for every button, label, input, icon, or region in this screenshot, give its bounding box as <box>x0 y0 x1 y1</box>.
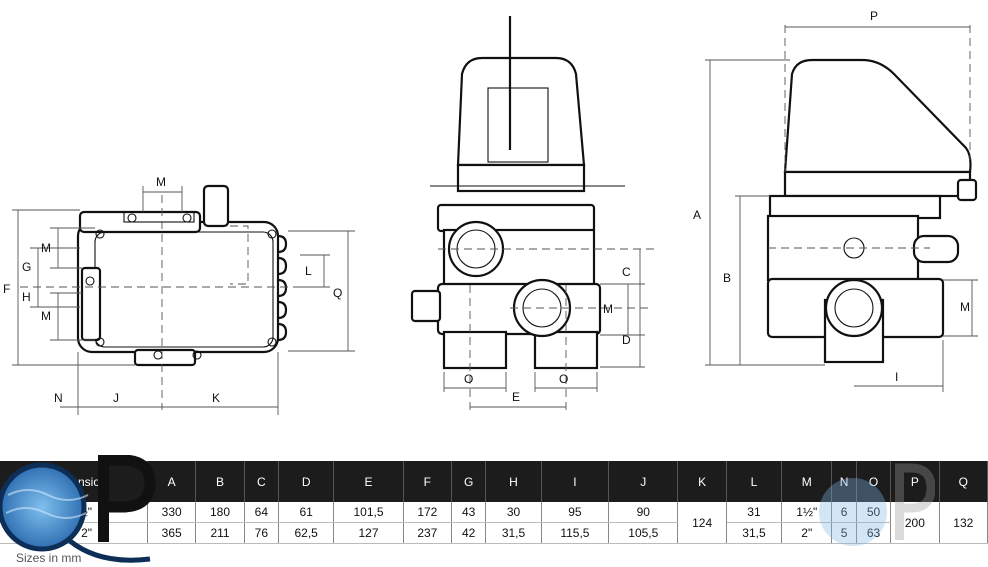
cell: 211 <box>195 522 245 544</box>
label-M-top: M <box>156 175 166 189</box>
cell: 50 <box>856 502 892 523</box>
label-L: L <box>305 264 312 278</box>
cell: 105,5 <box>608 522 679 544</box>
header-C: C <box>244 461 280 502</box>
label-P: P <box>870 9 878 23</box>
label-O-right: O <box>559 372 568 386</box>
cell: 31 <box>726 502 783 523</box>
header-G: G <box>451 461 487 502</box>
label-C: C <box>622 265 631 279</box>
header-L: L <box>726 461 783 502</box>
cell-Q-merged: 132 <box>939 502 988 544</box>
label-O-left: O <box>464 372 473 386</box>
header-E: E <box>333 461 404 502</box>
cell: 43 <box>451 502 487 523</box>
cell: 64 <box>244 502 280 523</box>
header-A: A <box>147 461 197 502</box>
label-I: I <box>895 370 898 384</box>
header-F: F <box>403 461 453 502</box>
cell: 61 <box>278 502 335 523</box>
cell: 42 <box>451 522 487 544</box>
header-O: O <box>856 461 892 502</box>
cell: 31,5 <box>485 522 542 544</box>
label-M-side: M <box>960 300 970 314</box>
cell: 127 <box>333 522 404 544</box>
label-A: A <box>693 208 701 222</box>
cell: 31,5 <box>726 522 783 544</box>
label-E: E <box>512 390 520 404</box>
label-Q: Q <box>333 286 342 300</box>
technical-drawing: F G H M M M L Q N J K <box>3 9 978 415</box>
cell: 76 <box>244 522 280 544</box>
cell: 115,5 <box>541 522 610 544</box>
cell: 90 <box>608 502 679 523</box>
label-F: F <box>3 282 10 296</box>
cell: 63 <box>856 522 892 544</box>
top-view: F G H M M M L Q N J K <box>3 175 355 415</box>
header-I: I <box>541 461 610 502</box>
cell: 62,5 <box>278 522 335 544</box>
units-note: Sizes in mm <box>16 551 82 565</box>
cell: 330 <box>147 502 197 523</box>
header-P: P <box>890 461 940 502</box>
label-M-lower-left: M <box>41 309 51 323</box>
cell: 1½" <box>781 502 833 523</box>
label-N: N <box>54 391 63 405</box>
cell-K-merged: 124 <box>677 502 727 544</box>
label-K: K <box>212 391 220 405</box>
table-row: 1½" 330 180 64 61 101,5 172 43 30 95 90 … <box>0 502 988 544</box>
qp-logo <box>0 455 156 563</box>
label-H: H <box>22 290 31 304</box>
qp-watermark-logo <box>819 463 935 546</box>
header-J: J <box>608 461 679 502</box>
side-view: P A B M I <box>693 9 978 392</box>
cell: 6 <box>831 502 857 523</box>
cell: 101,5 <box>333 502 404 523</box>
label-D: D <box>622 333 631 347</box>
cell: 30 <box>485 502 542 523</box>
header-M: M <box>781 461 833 502</box>
header-D: D <box>278 461 335 502</box>
cell: 237 <box>403 522 453 544</box>
header-K: K <box>677 461 727 502</box>
header-H: H <box>485 461 542 502</box>
cell: 5 <box>831 522 857 544</box>
header-B: B <box>195 461 245 502</box>
label-G: G <box>22 260 31 274</box>
header-N: N <box>831 461 857 502</box>
header-Q: Q <box>939 461 988 502</box>
label-M-top-left: M <box>41 241 51 255</box>
cell: 2" <box>781 522 833 544</box>
cell-P-merged: 200 <box>890 502 940 544</box>
cell: 180 <box>195 502 245 523</box>
label-J: J <box>113 391 119 405</box>
label-B: B <box>723 271 731 285</box>
cell: 365 <box>147 522 197 544</box>
cell: 172 <box>403 502 453 523</box>
cell: 95 <box>541 502 610 523</box>
label-M: M <box>603 302 613 316</box>
front-view: C M D O O E <box>410 16 655 410</box>
